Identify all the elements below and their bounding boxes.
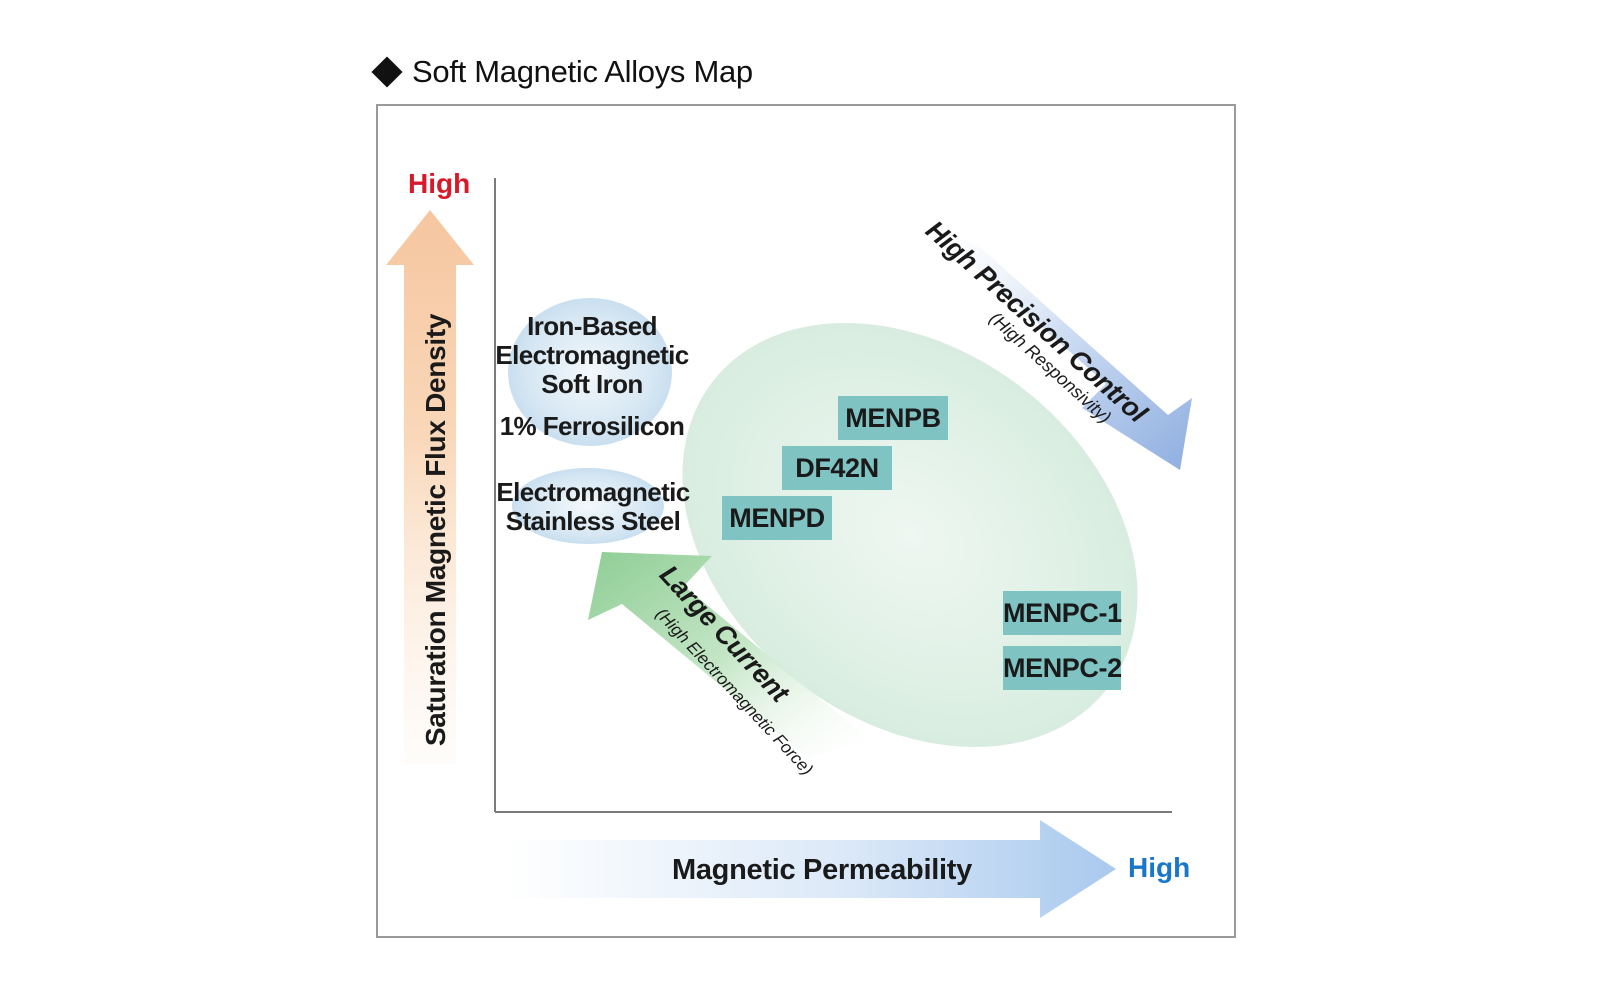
material-df42n: DF42N: [782, 446, 892, 490]
material-menpc-2: MENPC-2: [1003, 646, 1122, 690]
ferrosilicon-label: 1% Ferrosilicon: [499, 411, 685, 441]
large-current-arrow: [588, 552, 870, 758]
high-precision-arrow: [920, 218, 1192, 470]
iron-based-line-3: Soft Iron: [541, 369, 643, 399]
iron-based-label: Iron-Based Electromagnetic Soft Iron: [492, 312, 692, 399]
material-menpd: MENPD: [722, 496, 832, 540]
alloy-region: [682, 323, 1138, 747]
stainless-line-1: Electromagnetic: [496, 477, 690, 507]
x-axis-label: Magnetic Permeability: [672, 854, 972, 886]
stainless-label: Electromagnetic Stainless Steel: [492, 478, 694, 536]
diagram-title-row: Soft Magnetic Alloys Map: [371, 48, 753, 96]
material-menpb: MENPB: [838, 396, 948, 440]
x-axis-high-label: High: [1128, 852, 1191, 883]
iron-based-line-2: Electromagnetic: [495, 340, 689, 370]
iron-based-line-1: Iron-Based: [527, 311, 657, 341]
stainless-line-2: Stainless Steel: [505, 506, 681, 536]
iron-based-bubble: [508, 298, 672, 446]
y-axis-arrow: [386, 210, 474, 764]
x-axis-arrow: [505, 820, 1116, 918]
y-axis-label: Saturation Magnetic Flux Density: [420, 313, 451, 747]
y-axis-high-label: High: [408, 168, 471, 199]
diagram-frame: [376, 104, 1236, 938]
diagram-title: Soft Magnetic Alloys Map: [412, 54, 753, 89]
stainless-bubble: [512, 468, 664, 544]
material-menpc-1: MENPC-1: [1003, 591, 1122, 635]
